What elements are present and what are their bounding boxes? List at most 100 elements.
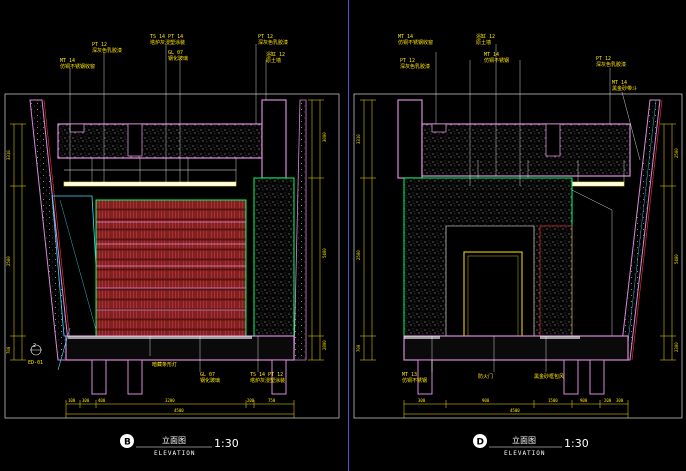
panel-b-floor-slab — [65, 335, 295, 361]
panel-d-frame — [353, 93, 683, 419]
panel-b-callout-code: PT 12 — [92, 42, 107, 48]
dimension-value: 5400 — [322, 248, 327, 258]
panel-d-elevation — [353, 44, 683, 419]
panel-b-bottom-dimensions — [65, 400, 295, 418]
panel-b-callout-text: 钢化玻璃 — [168, 55, 188, 62]
panel-b-section-ref: ED-01 — [28, 360, 43, 366]
panel-b-badge-letter: B — [124, 438, 131, 448]
panel-b-scale: 1:30 — [214, 437, 239, 450]
panel-d-title-block: D 立面图 ELEVATION 1:30 — [473, 434, 589, 457]
panel-b-callout-code: GL 07 — [200, 372, 215, 378]
dimension-value: 2300 — [674, 342, 679, 352]
panel-d-callout-code: PT 12 — [400, 58, 415, 64]
dimension-value: 700 — [356, 344, 361, 352]
panel-b-callout-code: MT 14 — [60, 58, 75, 64]
panel-b-callout-code: TS 14 PT 14 — [150, 34, 183, 40]
panel-d-right-slanted-wall — [619, 99, 661, 361]
panel-b-footing-mid — [127, 359, 143, 395]
panel-b-subtitle: ELEVATION — [154, 450, 196, 457]
panel-b-callout-code: GL 07 — [168, 50, 183, 56]
dimension-value: 700 — [6, 346, 11, 354]
panel-b-right-wall — [293, 99, 307, 361]
panel-d-dimension-text: 300 900 1500 900 200 300 4500 3310 2500 … — [356, 134, 679, 413]
panel-d-title: 立面图 — [512, 435, 536, 445]
panel-b-callout-text: 深灰色乳胶漆 — [92, 47, 122, 54]
panel-b-callout-text: 仿铜不锈钢收窗 — [60, 63, 95, 70]
panel-b-right-dimensions — [308, 99, 324, 361]
panel-b-ceiling-slab — [57, 123, 263, 159]
dimension-value: 1500 — [548, 398, 558, 403]
panel-d-column — [397, 99, 423, 179]
panel-b-callout-code: TS 14 PT 12 — [250, 372, 283, 378]
panel-b-brick-wall — [95, 199, 247, 337]
panel-b-callout-code: PT 12 — [258, 34, 273, 40]
panel-d-right-dimensions — [660, 123, 676, 361]
dimension-value: 3310 — [6, 150, 11, 160]
dimension-value: 3310 — [356, 134, 361, 144]
dimension-value: 900 — [482, 398, 490, 403]
panel-d-callout-text: 黑金砂带斗 — [612, 85, 637, 92]
dimension-value: 200 — [247, 398, 255, 403]
panel-d-ceiling-slab — [421, 123, 631, 177]
panel-b-callout-text: 深灰色乳胶漆 — [258, 39, 288, 46]
panel-b-leaders — [69, 44, 267, 372]
panel-d-fire-door — [463, 251, 523, 337]
panel-d-callout-text: 原土墙 — [476, 39, 491, 46]
panel-b-callouts: MT 14 仿铜不锈钢收窗 PT 12 深灰色乳胶漆 TS 14 PT 14 塔… — [28, 34, 288, 384]
panel-b-stone-wall — [253, 177, 295, 337]
dimension-value: 3000 — [322, 132, 327, 142]
dimension-value: 100 — [68, 398, 76, 403]
panel-d-callout-code: MT 14 — [398, 34, 413, 40]
panel-d-callout-code: MT 13 — [402, 372, 417, 378]
panel-d-callouts: MT 14 仿铜不锈钢收窗 PT 12 深灰色乳胶漆 浴缸 12 原土墙 MT … — [398, 33, 637, 384]
panel-d-callout-text: 仿铜不锈钢收窗 — [398, 39, 433, 46]
panel-d-callout-text: 深灰色乳胶漆 — [596, 61, 626, 68]
viewport-divider — [348, 0, 349, 471]
dimension-value: 2500 — [6, 256, 11, 266]
panel-d-callout-text: 防火门 — [478, 373, 493, 380]
panel-b-callout-text: 塔炉灰浸塑涂装 — [150, 39, 185, 46]
panel-b-title: 立面图 — [162, 435, 186, 445]
panel-d-badge-circle — [473, 434, 487, 448]
dimension-value: 750 — [268, 398, 276, 403]
panel-d-leaders — [431, 44, 641, 372]
dimension-value: 5400 — [674, 254, 679, 264]
dimension-total: 4500 — [510, 408, 520, 413]
panel-d-callout-text: 黑金砂框包风 — [534, 373, 564, 380]
panel-d-callout-text: 仿铜不锈钢 — [402, 377, 427, 384]
panel-b-light-strip — [63, 181, 237, 187]
panel-d-scale: 1:30 — [564, 437, 589, 450]
panel-d-callout-text: 仿铜不锈钢 — [484, 57, 509, 64]
dimension-value: 900 — [580, 398, 588, 403]
panel-d-subtitle: ELEVATION — [504, 450, 546, 457]
dimension-value: 400 — [98, 398, 106, 403]
dimension-total: 4500 — [174, 408, 184, 413]
dimension-value: 3200 — [165, 398, 175, 403]
panel-b-callout-text: 暗藏条形灯 — [152, 361, 177, 368]
panel-b-elevation — [4, 44, 340, 419]
dimension-value: 300 — [616, 398, 624, 403]
panel-b-callout-text: 塔炉灰浸塑涂装 — [250, 377, 285, 384]
panel-b-title-block: B 立面图 ELEVATION 1:30 — [120, 434, 239, 457]
panel-d-callout-code: MT 14 — [612, 80, 627, 86]
dimension-value: 300 — [418, 398, 426, 403]
panel-d-footing-mid — [563, 359, 579, 395]
panel-b-footing-right — [271, 359, 287, 395]
panel-d-bottom-dimensions — [403, 400, 629, 418]
panel-b-callout-text: 钢化玻璃 — [200, 377, 220, 384]
panel-b-frame — [4, 93, 340, 419]
panel-b-left-dimensions — [10, 123, 26, 361]
panel-d-callout-text: 深灰色乳胶漆 — [400, 63, 430, 70]
panel-b-column — [261, 99, 287, 179]
panel-b-badge-circle — [120, 434, 134, 448]
panel-d-callout-code: MT 14 — [484, 52, 499, 58]
panel-b-dimension-text: 100 300 400 3200 200 750 4500 3310 2500 … — [6, 132, 327, 413]
panel-d-floor-slab — [403, 335, 629, 361]
dimension-value: 2500 — [674, 148, 679, 158]
dimension-value: 2800 — [322, 340, 327, 350]
dimension-value: 2500 — [356, 250, 361, 260]
panel-d-footing-right — [589, 359, 605, 395]
panel-d-callout-code: 浴缸 12 — [476, 33, 495, 40]
